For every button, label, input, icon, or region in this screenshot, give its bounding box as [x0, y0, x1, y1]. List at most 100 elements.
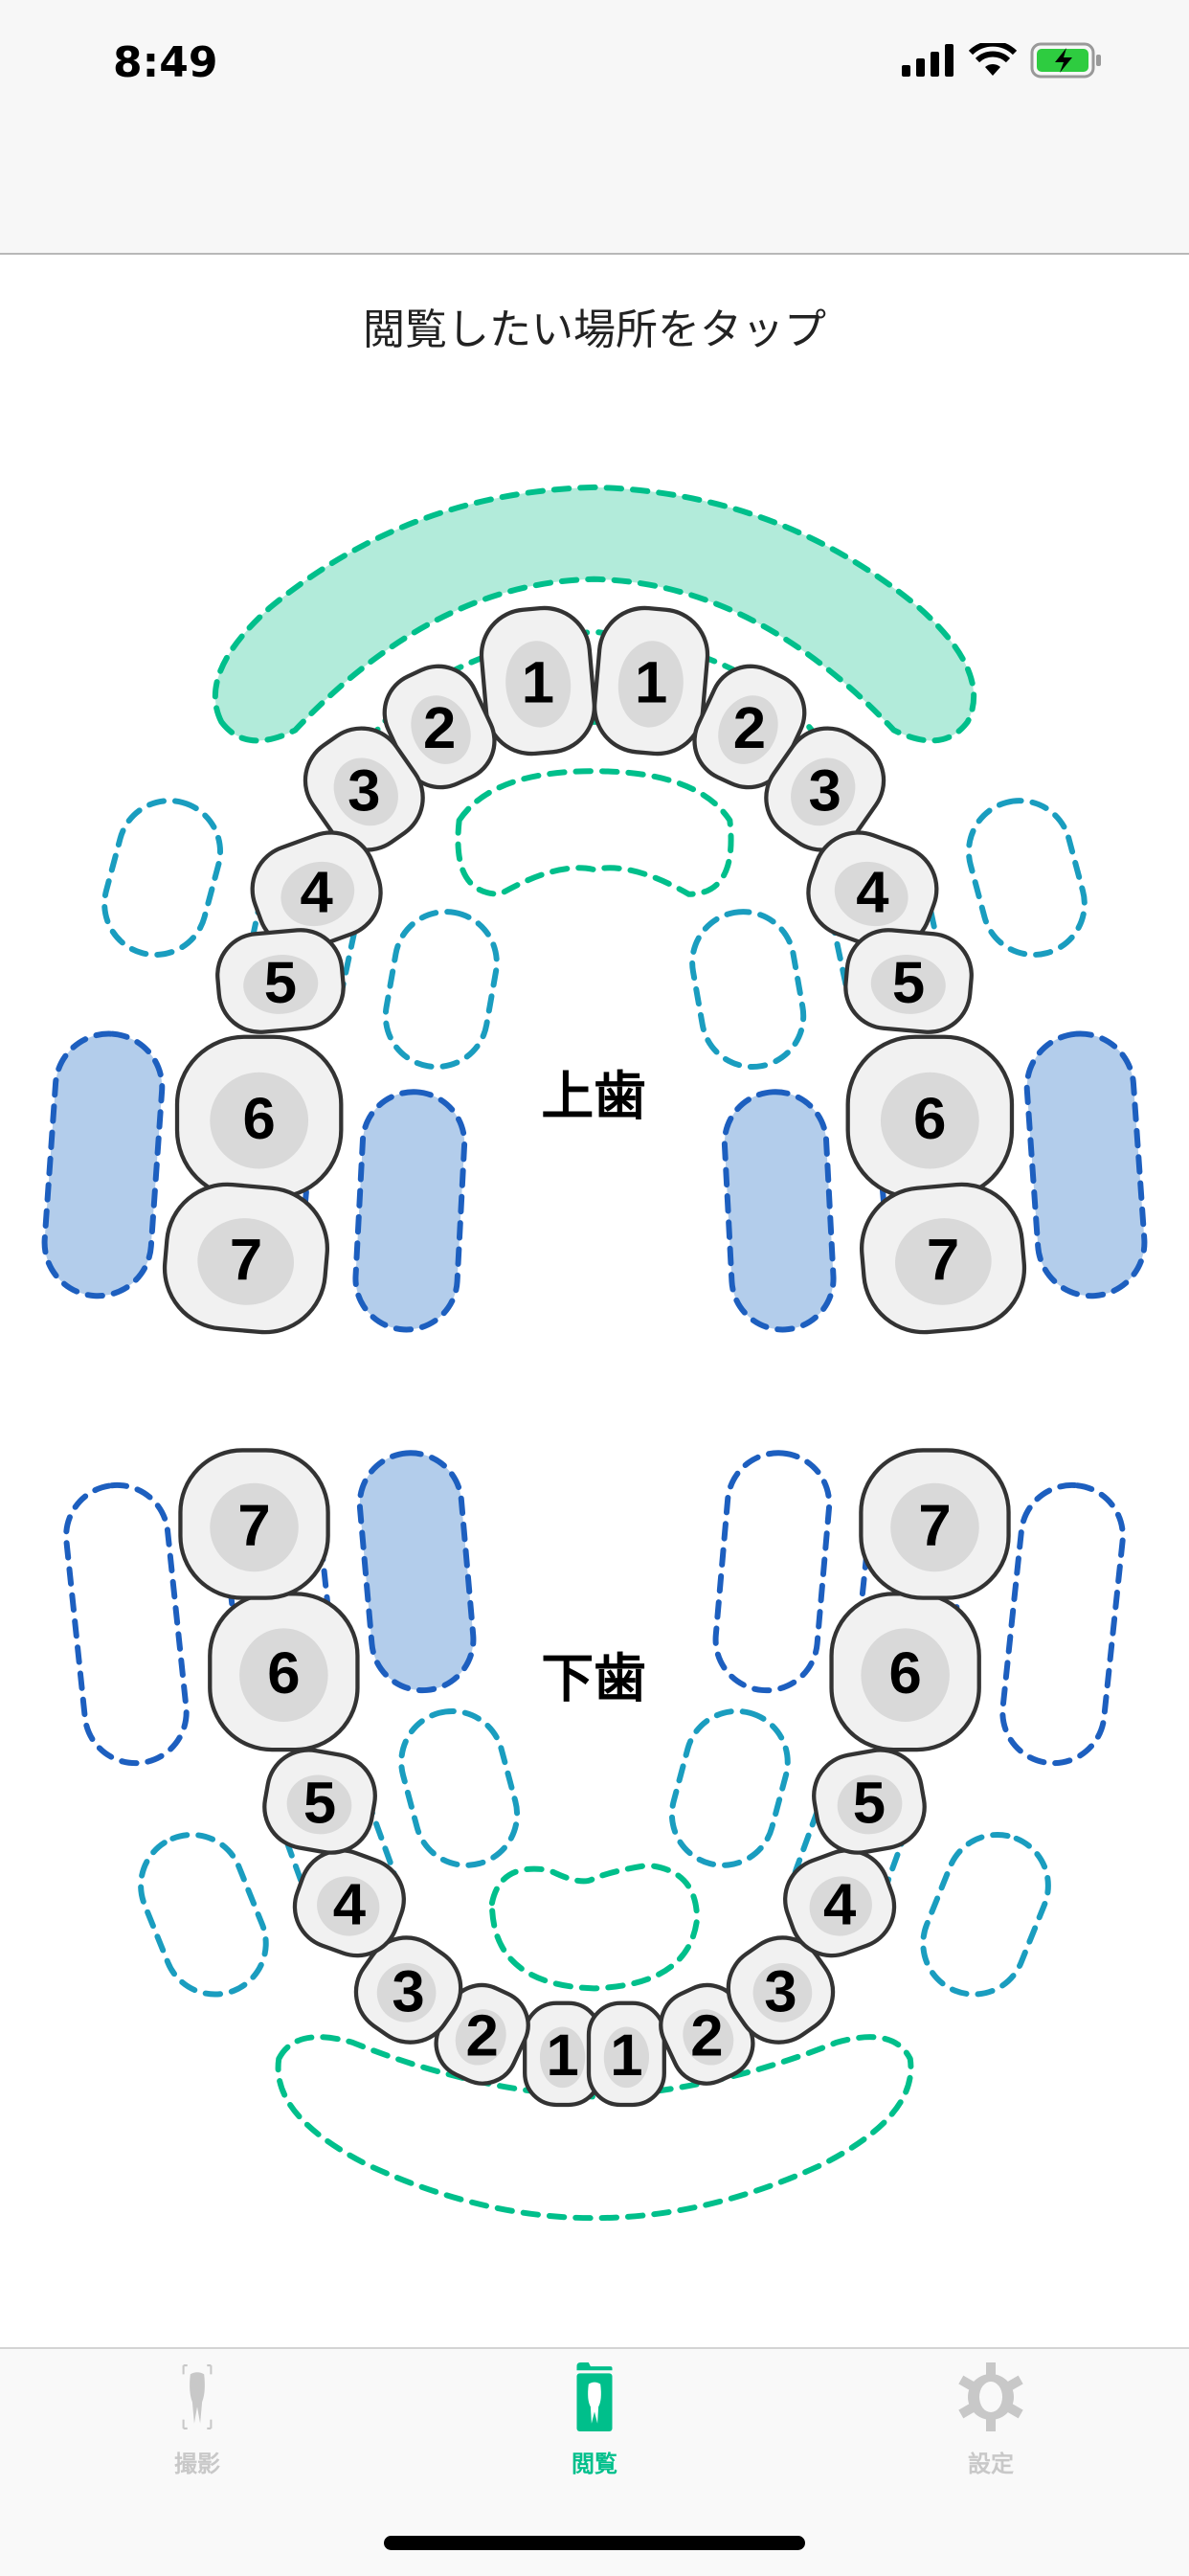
- signal-icon: [902, 44, 953, 77]
- tooth-shading: [539, 2026, 586, 2089]
- tab-browse[interactable]: 閲覧: [499, 2362, 690, 2478]
- tooth-shading: [752, 1963, 813, 2022]
- tooth-number: 5: [264, 950, 297, 1016]
- tooth-shading: [333, 757, 398, 826]
- tooth-shading: [243, 955, 319, 1014]
- upper-left-tooth-3[interactable]: 3: [288, 712, 439, 867]
- tooth-shading: [834, 861, 909, 927]
- lower-right-molar-lingual[interactable]: [711, 1449, 833, 1695]
- tooth-number: 3: [348, 757, 380, 824]
- upper-right-tooth-2[interactable]: 2: [682, 653, 818, 801]
- lower-left-premolar-lingual[interactable]: [390, 1700, 528, 1877]
- lower-right-tooth-3[interactable]: 3: [712, 1921, 849, 2058]
- lower-left-molar-buccal[interactable]: [61, 1480, 191, 1769]
- tooth-number: 4: [300, 860, 332, 926]
- tooth-number: 1: [635, 649, 667, 715]
- tooth-number: 7: [230, 1227, 262, 1293]
- tab-label: 閲覧: [572, 2451, 617, 2477]
- tooth-folder-icon: [576, 2362, 613, 2431]
- upper-right-tooth-6[interactable]: 6: [845, 1034, 1015, 1200]
- tab-label: 設定: [968, 2451, 1014, 2477]
- upper-right-tooth-4[interactable]: 4: [796, 821, 949, 962]
- tooth-number: 4: [333, 1872, 366, 1938]
- tooth-shading: [880, 1072, 979, 1169]
- tab-label: 撮影: [174, 2451, 220, 2477]
- upper-left-premolar-buccal[interactable]: [93, 789, 232, 966]
- tooth-shading: [411, 695, 471, 764]
- tooth-number: 3: [392, 1958, 424, 2024]
- tooth-number: 5: [303, 1770, 336, 1836]
- upper-left-tooth-1[interactable]: 1: [478, 604, 598, 757]
- lower-right-tooth-4[interactable]: 4: [774, 1839, 906, 1967]
- tooth-shading: [210, 1482, 299, 1572]
- upper-right-molar-buccal[interactable]: [1023, 1030, 1148, 1299]
- upper-left-tooth-5[interactable]: 5: [214, 927, 348, 1036]
- lower-right-premolar-lingual[interactable]: [661, 1700, 799, 1877]
- upper-right-molar-lingual[interactable]: [721, 1089, 837, 1333]
- upper-right-tooth-3[interactable]: 3: [750, 712, 901, 867]
- tooth-shading: [718, 695, 778, 764]
- lower-left-tooth-1[interactable]: 1: [523, 2000, 603, 2108]
- lower-tongue-region[interactable]: [488, 1862, 701, 1992]
- upper-right-tooth-1[interactable]: 1: [591, 604, 711, 757]
- upper-left-tooth-4[interactable]: 4: [240, 821, 393, 962]
- tab-settings[interactable]: 設定: [895, 2362, 1087, 2478]
- tooth-number: 6: [243, 1086, 276, 1152]
- upper-left-tooth-2[interactable]: 2: [371, 653, 507, 801]
- lower-jaw-label: 下歯: [541, 1647, 646, 1708]
- upper-left-molar-buccal[interactable]: [41, 1030, 166, 1299]
- tooth-number: 2: [690, 2003, 723, 2069]
- tab-capture[interactable]: 撮影: [101, 2362, 293, 2478]
- lower-left-molar-lingual[interactable]: [355, 1449, 477, 1695]
- lower-right-molar-buccal[interactable]: [998, 1480, 1128, 1769]
- upper-gum-region[interactable]: [212, 484, 977, 744]
- upper-right-tooth-5[interactable]: 5: [842, 927, 976, 1036]
- tooth-number: 3: [809, 757, 841, 824]
- upper-left-tooth-7[interactable]: 7: [160, 1180, 332, 1338]
- lower-left-premolar-buccal[interactable]: [125, 1819, 281, 2010]
- tooth-shading: [505, 641, 572, 728]
- lower-left-tooth-4[interactable]: 4: [283, 1839, 415, 1967]
- tooth-shading: [837, 1774, 903, 1835]
- lower-right-tooth-7[interactable]: 7: [859, 1448, 1011, 1600]
- tooth-shading: [455, 2009, 506, 2066]
- upper-right-premolar-lingual[interactable]: [684, 904, 812, 1075]
- tooth-number: 6: [267, 1640, 300, 1706]
- tooth-shading: [210, 1072, 309, 1169]
- tooth-shading: [280, 861, 355, 927]
- gear-icon: [958, 2362, 1023, 2431]
- tooth-shading: [791, 757, 856, 826]
- upper-left-premolar-lingual[interactable]: [377, 904, 505, 1075]
- tooth-number: 5: [892, 950, 925, 1016]
- tooth-shading: [197, 1218, 294, 1305]
- upper-right-tooth-7[interactable]: 7: [857, 1180, 1029, 1338]
- tooth-shading: [317, 1876, 380, 1936]
- upper-left-tooth-6[interactable]: 6: [174, 1034, 344, 1200]
- tooth-shading: [809, 1876, 872, 1936]
- lower-right-tooth-5[interactable]: 5: [807, 1744, 931, 1860]
- lower-left-tooth-5[interactable]: 5: [258, 1744, 381, 1860]
- tooth-number: 1: [522, 649, 554, 715]
- tooth-number: 1: [546, 2022, 578, 2089]
- lower-right-premolar-buccal[interactable]: [908, 1819, 1064, 2010]
- tooth-number: 7: [918, 1493, 951, 1559]
- lower-left-tooth-3[interactable]: 3: [340, 1921, 477, 2058]
- tooth-shading: [683, 2009, 734, 2066]
- tooth-shading: [603, 2026, 650, 2089]
- tooth-shading: [286, 1774, 352, 1835]
- battery-charging-icon: [1030, 42, 1101, 79]
- tooth-number: 2: [733, 695, 766, 761]
- lower-right-tooth-1[interactable]: 1: [586, 2000, 666, 2108]
- lower-left-tooth-7[interactable]: 7: [178, 1448, 330, 1600]
- lower-right-tooth-6[interactable]: 6: [829, 1592, 981, 1752]
- lower-left-tooth-6[interactable]: 6: [208, 1592, 360, 1752]
- upper-right-premolar-buccal[interactable]: [957, 789, 1096, 966]
- status-bar: 8:49: [0, 0, 1189, 255]
- tooth-shading: [617, 641, 684, 728]
- upper-palate-region[interactable]: [455, 768, 734, 897]
- tooth-camera-icon: [182, 2364, 213, 2429]
- page-title: 閲覧したい場所をタップ: [363, 305, 826, 354]
- lower-left-tooth-2[interactable]: 2: [425, 1974, 540, 2094]
- upper-left-molar-lingual[interactable]: [352, 1089, 468, 1333]
